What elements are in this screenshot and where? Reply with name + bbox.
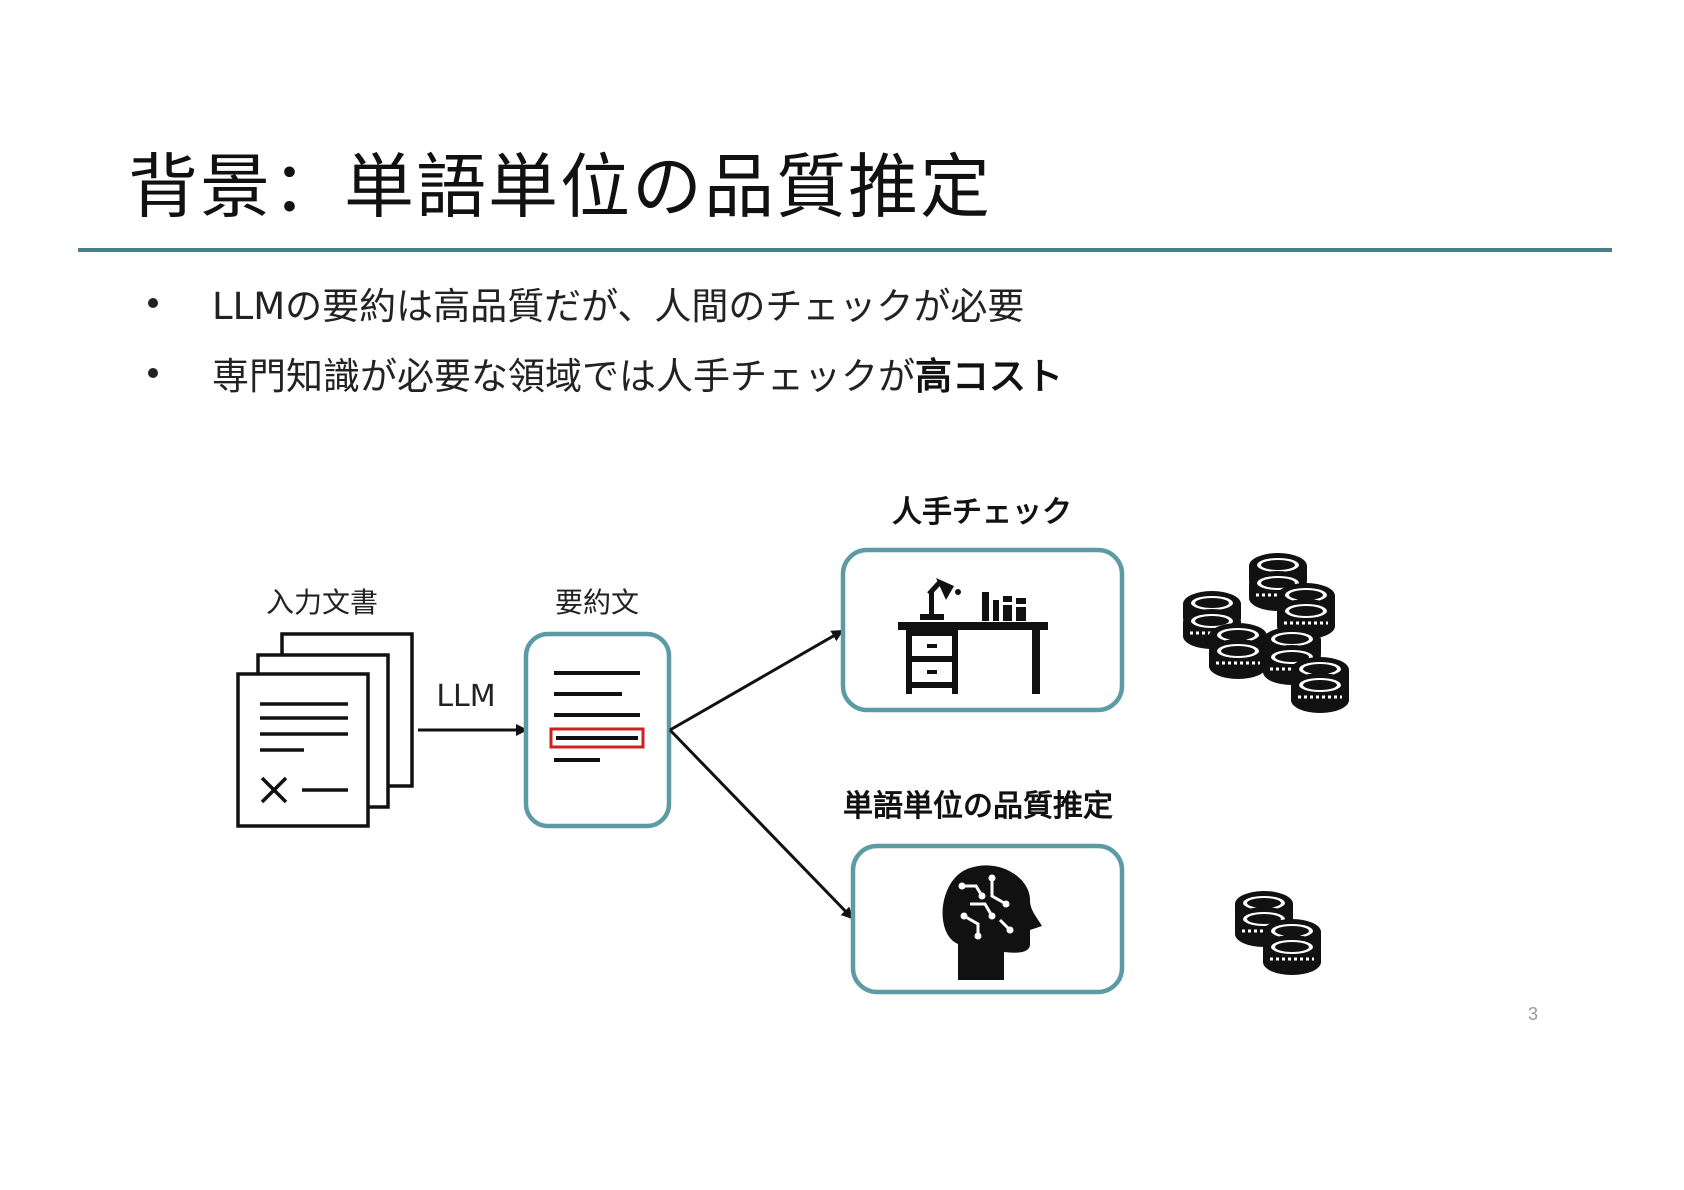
- bullet-dot: [148, 298, 158, 308]
- arrow-to-word-qe: [668, 728, 854, 920]
- llm-arrow-label: LLM: [436, 679, 495, 714]
- human-check-box: [840, 547, 1125, 713]
- bullet-item: LLMの要約は高品質だが、人間のチェックが必要: [148, 288, 1063, 358]
- highlighted-word-box: [549, 727, 645, 749]
- documents-icon: [236, 632, 414, 828]
- page-number: 3: [1528, 1004, 1539, 1024]
- coin-stacks-small-icon: [1233, 889, 1323, 977]
- input-document-label: 入力文書: [266, 586, 378, 619]
- ai-head-icon: [942, 865, 1042, 980]
- bullet-bold-text: 高コスト: [915, 355, 1063, 398]
- summary-document-icon: [523, 631, 672, 829]
- summary-label: 要約文: [555, 586, 639, 619]
- bullet-item: 専門知識が必要な領域では人手チェックが高コスト: [148, 358, 1063, 428]
- title-underline: [78, 248, 1612, 252]
- bullet-dot: [148, 368, 158, 378]
- coin-stacks-icon: [1181, 551, 1351, 715]
- bullet-text: 専門知識が必要な領域では人手チェックが: [212, 355, 915, 398]
- slide-title: 背景：単語単位の品質推定: [128, 146, 992, 228]
- word-qe-label: 単語単位の品質推定: [843, 789, 1113, 824]
- bullet-list: LLMの要約は高品質だが、人間のチェックが必要 専門知識が必要な領域では人手チェ…: [148, 288, 1063, 428]
- desk-icon: [898, 578, 1048, 694]
- human-check-label: 人手チェック: [892, 495, 1072, 530]
- arrow-to-human-check: [669, 629, 844, 732]
- word-qe-box: [850, 843, 1125, 995]
- bullet-text: LLMの要約は高品質だが、人間のチェックが必要: [212, 285, 1025, 328]
